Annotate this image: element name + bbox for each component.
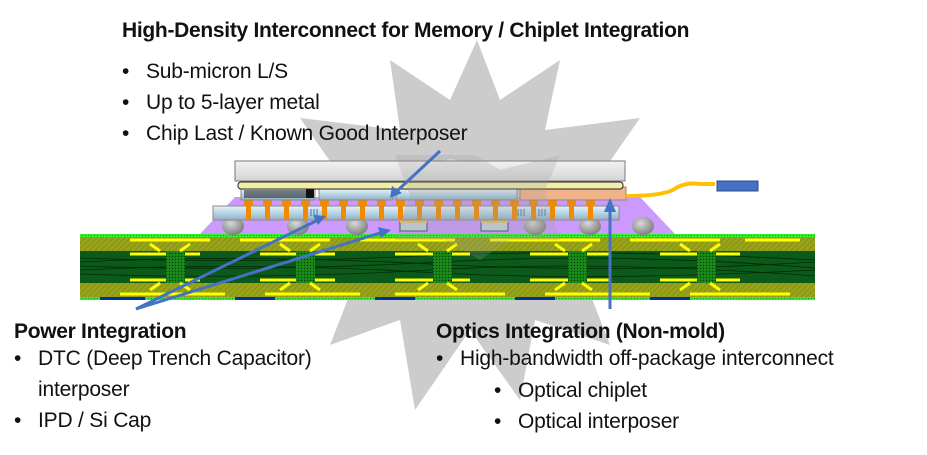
copper-pillar (322, 206, 327, 220)
optics-bullet: • High-bandwidth off-package interconnect (436, 348, 834, 369)
microbump (301, 200, 310, 206)
copper-pillar (436, 206, 441, 220)
copper-pillar (474, 206, 479, 220)
microbump (434, 200, 443, 206)
microbump (472, 200, 481, 206)
bullet-icon: • (122, 60, 130, 83)
copper-pillar (455, 206, 460, 220)
copper-pillar (265, 206, 270, 220)
microbump (263, 200, 272, 206)
bullet-icon: • (494, 379, 502, 402)
copper-pillar (569, 206, 574, 220)
thermal-interface-material (237, 181, 624, 190)
power-bullet: • DTC (Deep Trench Capacitor) (14, 348, 312, 369)
optics-sub-bullet: • Optical chiplet (494, 380, 647, 401)
power-bullet-continued: interposer (38, 378, 130, 401)
bullet-icon: • (122, 91, 130, 114)
power-section-title: Power Integration (14, 320, 187, 343)
logic-chiplet-1 (318, 188, 394, 201)
optics-sub-bullet: • Optical interposer (494, 411, 679, 432)
microbump (548, 200, 557, 206)
arrow-power-ipd (135, 231, 381, 311)
arrow-optics-head (604, 198, 616, 212)
copper-pillar (303, 206, 308, 220)
microbump (282, 200, 291, 206)
ipd-si-caps (399, 220, 509, 232)
c4-bumps (222, 217, 654, 235)
bullet-icon: • (14, 409, 22, 432)
arrow-power-dtc-head (313, 215, 326, 225)
dtc-marks (310, 209, 546, 216)
copper-pillar (417, 206, 422, 220)
arrow-hdi-head (390, 186, 402, 198)
bullet-icon: • (122, 122, 130, 145)
optics-section-title: Optics Integration (Non-mold) (436, 320, 725, 343)
microbump (415, 200, 424, 206)
hdi-section-title: High-Density Interconnect for Memory / C… (122, 19, 690, 42)
copper-pillar (379, 206, 384, 220)
microbump (358, 200, 367, 206)
bullet-icon: • (494, 410, 502, 433)
power-bullet-text: DTC (Deep Trench Capacitor) (38, 347, 312, 370)
hdi-bullet: • Sub-micron L/S (122, 61, 288, 82)
power-bullet-text: interposer (38, 378, 130, 401)
microbump (377, 200, 386, 206)
copper-pillar (246, 206, 251, 220)
chiplet-microbumps (244, 200, 595, 206)
optics-sub-bullet-text: Optical interposer (518, 410, 679, 433)
optical-fiber (625, 181, 715, 198)
organic-substrate (79, 234, 816, 300)
hdi-bullet: • Up to 5-layer metal (122, 92, 320, 113)
callout-arrows (135, 149, 616, 311)
hdi-bullet-text: Sub-micron L/S (146, 60, 288, 83)
copper-pillar (588, 206, 593, 220)
watermark-overlay (395, 155, 560, 260)
copper-pillar (360, 206, 365, 220)
bullet-icon: • (14, 347, 22, 370)
microbump (396, 200, 405, 206)
copper-pillar (531, 206, 536, 220)
power-bullet: • IPD / Si Cap (14, 410, 151, 431)
power-bullet-text: IPD / Si Cap (38, 409, 152, 432)
microbump (320, 200, 329, 206)
microbump (244, 200, 253, 206)
copper-pillar (550, 206, 555, 220)
microbump (491, 200, 500, 206)
arrow-hdi (394, 149, 442, 194)
optical-connector (716, 180, 759, 192)
copper-pillar (284, 206, 289, 220)
bullet-icon: • (436, 347, 444, 370)
interposer-pillars (246, 206, 593, 220)
microbump (586, 200, 595, 206)
optics-bullet-text: High-bandwidth off-package interconnect (460, 347, 834, 370)
copper-pillar (341, 206, 346, 220)
microbump (510, 200, 519, 206)
microbump (567, 200, 576, 206)
copper-pillar (398, 206, 403, 220)
microbump (339, 200, 348, 206)
microbump (453, 200, 462, 206)
arrow-power-dtc (135, 218, 319, 311)
hdi-bullet-text: Up to 5-layer metal (146, 91, 320, 114)
arrow-power-ipd-head (378, 227, 391, 238)
copper-pillar (493, 206, 498, 220)
hdi-bullet: • Chip Last / Known Good Interposer (122, 122, 468, 145)
copper-pillar (512, 206, 517, 220)
hdi-bullet-text: Chip Last / Known Good Interposer (146, 122, 468, 145)
optics-sub-bullet-text: Optical chiplet (518, 379, 647, 402)
microbump (529, 200, 538, 206)
